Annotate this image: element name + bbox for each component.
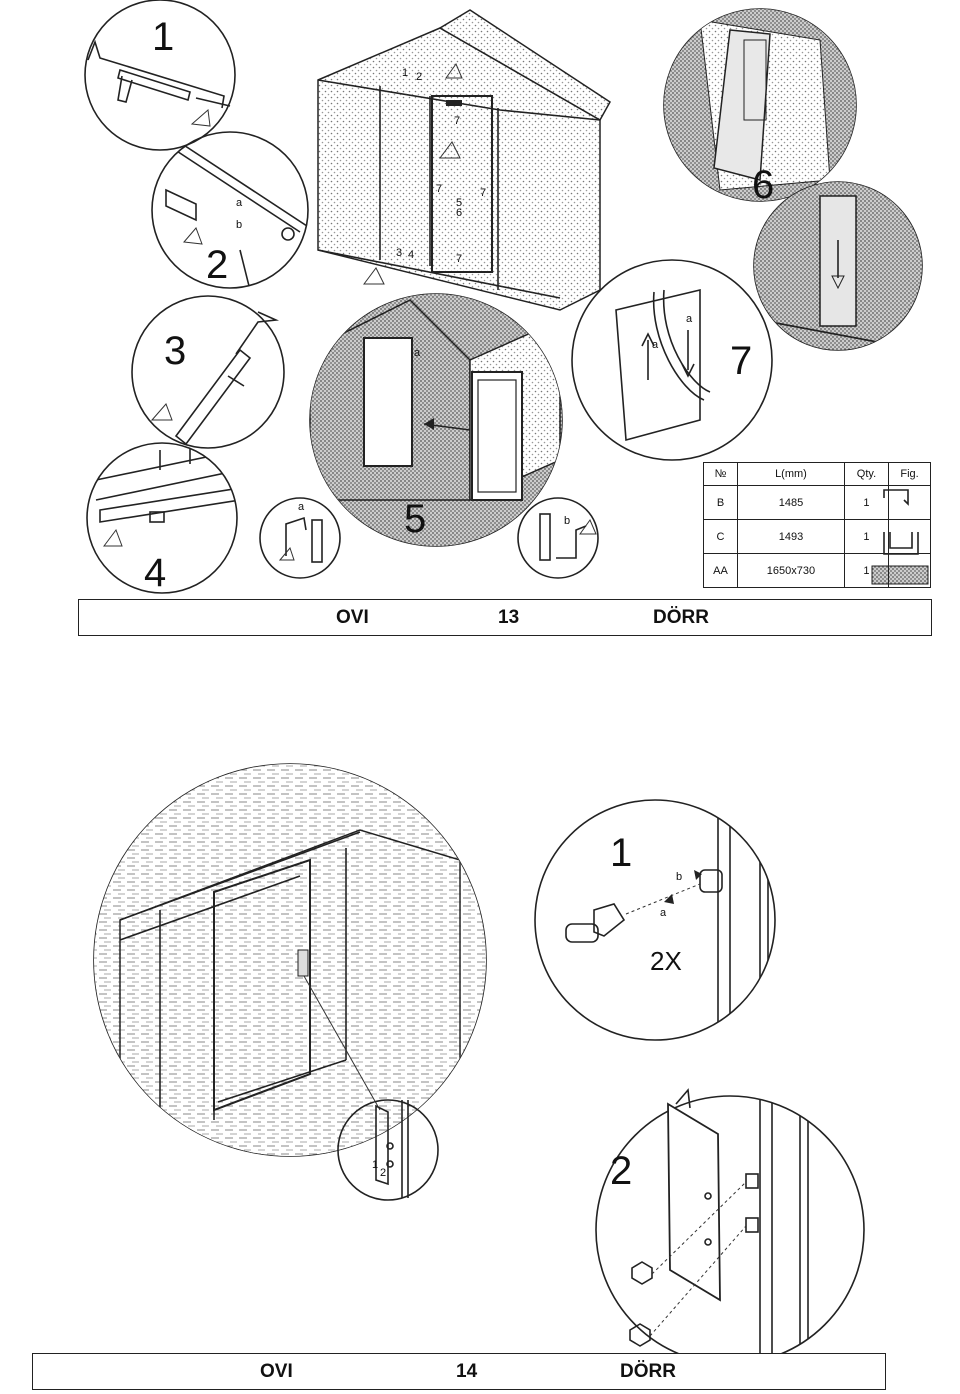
footer-right-label: DÖRR [620,1360,676,1382]
svg-text:5: 5 [456,197,462,209]
row-fig [888,519,931,554]
table-row: C 1493 1 [703,519,931,554]
header-qty: Qty. [843,462,890,486]
step-5-circle: 5 a [309,293,563,547]
page14-main-circle [93,763,487,1157]
page14-label-a: a [660,907,667,919]
greenhouse-main: 1 2 7 7 5 6 7 3 4 7 [317,9,611,311]
detail-a-circle: a [259,497,341,579]
row-fig [888,485,931,520]
step-3-circle: 3 [131,295,285,449]
step-3-number: 3 [164,329,186,373]
row-no: AA [703,553,738,588]
header-fig: Fig. [888,462,931,486]
svg-text:a: a [652,339,659,351]
footer-right-label: DÖRR [653,606,709,628]
page14-label-b: b [676,871,682,883]
row-length: 1493 [737,519,845,554]
row-length: 1650x730 [737,553,845,588]
page14-step-1-number: 1 [610,831,632,875]
step-4-number: 4 [144,551,166,595]
row-length: 1485 [737,485,845,520]
svg-text:7: 7 [436,183,442,195]
page13-footer: OVI 13 DÖRR [78,599,932,636]
page-number: 13 [498,606,520,628]
svg-text:b: b [564,515,570,527]
row-qty: 1 [843,485,890,520]
svg-text:a: a [236,197,243,209]
svg-text:b: b [236,219,242,231]
svg-text:a: a [686,313,693,325]
footer-left-label: OVI [260,1360,293,1382]
svg-text:7: 7 [480,187,486,199]
parts-table-header: № L(mm) Qty. Fig. [703,462,931,486]
svg-text:4: 4 [408,249,414,261]
page-number: 14 [456,1360,478,1382]
svg-text:3: 3 [396,247,402,259]
svg-text:2: 2 [416,71,422,83]
header-no: № [703,462,738,486]
step-7-circle: a a 7 [571,259,773,461]
svg-text:7: 7 [456,253,462,265]
step-1-number: 1 [152,15,174,59]
step-7-number: 7 [730,339,752,383]
table-row: B 1485 1 [703,485,931,520]
table-row: AA 1650x730 1 [703,553,931,588]
step-6-number: 6 [752,163,774,207]
row-no: B [703,485,738,520]
row-qty: 1 [843,553,890,588]
svg-text:a: a [298,501,305,513]
page14-step-1-circle: 1 a b 2X [534,799,776,1041]
handle-label-1: 1 [372,1159,378,1171]
step-6-circle: 6 [663,8,857,207]
svg-text:a: a [414,347,421,359]
parts-table: № L(mm) Qty. Fig. B 1485 1 C 1493 1 AA 1… [703,462,931,588]
row-fig [888,553,931,588]
handle-label-2: 2 [380,1167,386,1179]
step-2-circle: 2 a b [151,131,309,289]
row-qty: 1 [843,519,890,554]
footer-left-label: OVI [336,606,369,628]
page14-step-2-circle: 2 [595,1088,865,1365]
row-no: C [703,519,738,554]
svg-text:1: 1 [402,67,408,79]
step-5-number: 5 [404,497,426,541]
detail-b-circle: b [517,497,599,579]
step-6b-circle [753,181,923,351]
svg-text:7: 7 [454,115,460,127]
header-length: L(mm) [737,462,845,486]
svg-text:6: 6 [456,207,462,219]
step-2-number: 2 [206,243,228,287]
page14-step-2-number: 2 [610,1149,632,1193]
step-4-circle: 4 [86,442,238,595]
step-1-circle: 1 [84,0,236,151]
multiplier-label: 2X [650,946,682,976]
page14-footer: OVI 14 DÖRR [32,1353,886,1390]
page14-handle-detail: 1 2 [337,1099,439,1201]
